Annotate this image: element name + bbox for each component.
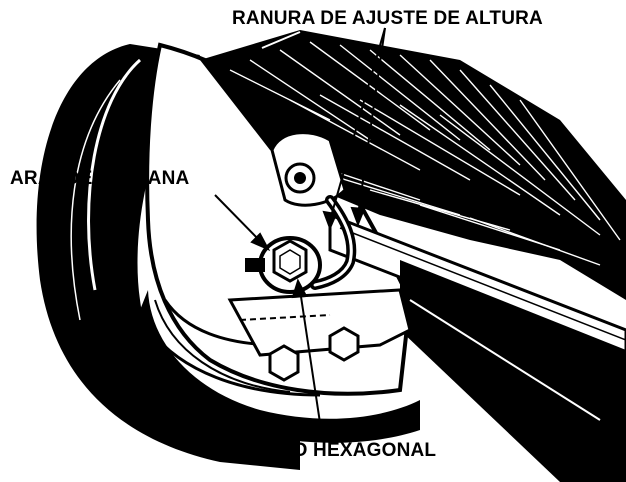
lower-clamp bbox=[227, 288, 412, 382]
hex-bolt-head bbox=[272, 239, 308, 283]
hex-bolt-callout: PERNO HEXAGONAL bbox=[239, 440, 437, 461]
height-adjustment-slot bbox=[310, 195, 357, 290]
leader-lines bbox=[214, 27, 386, 437]
upper-bracket bbox=[270, 131, 347, 207]
flat-washer-callout: ARANDELA PLANA bbox=[10, 168, 190, 189]
height-slot-callout: RANURA DE AJUSTE DE ALTURA bbox=[232, 8, 543, 29]
brush-frame-bar bbox=[328, 212, 626, 482]
wheel-tire bbox=[36, 44, 301, 470]
brush-bristles bbox=[200, 30, 626, 300]
